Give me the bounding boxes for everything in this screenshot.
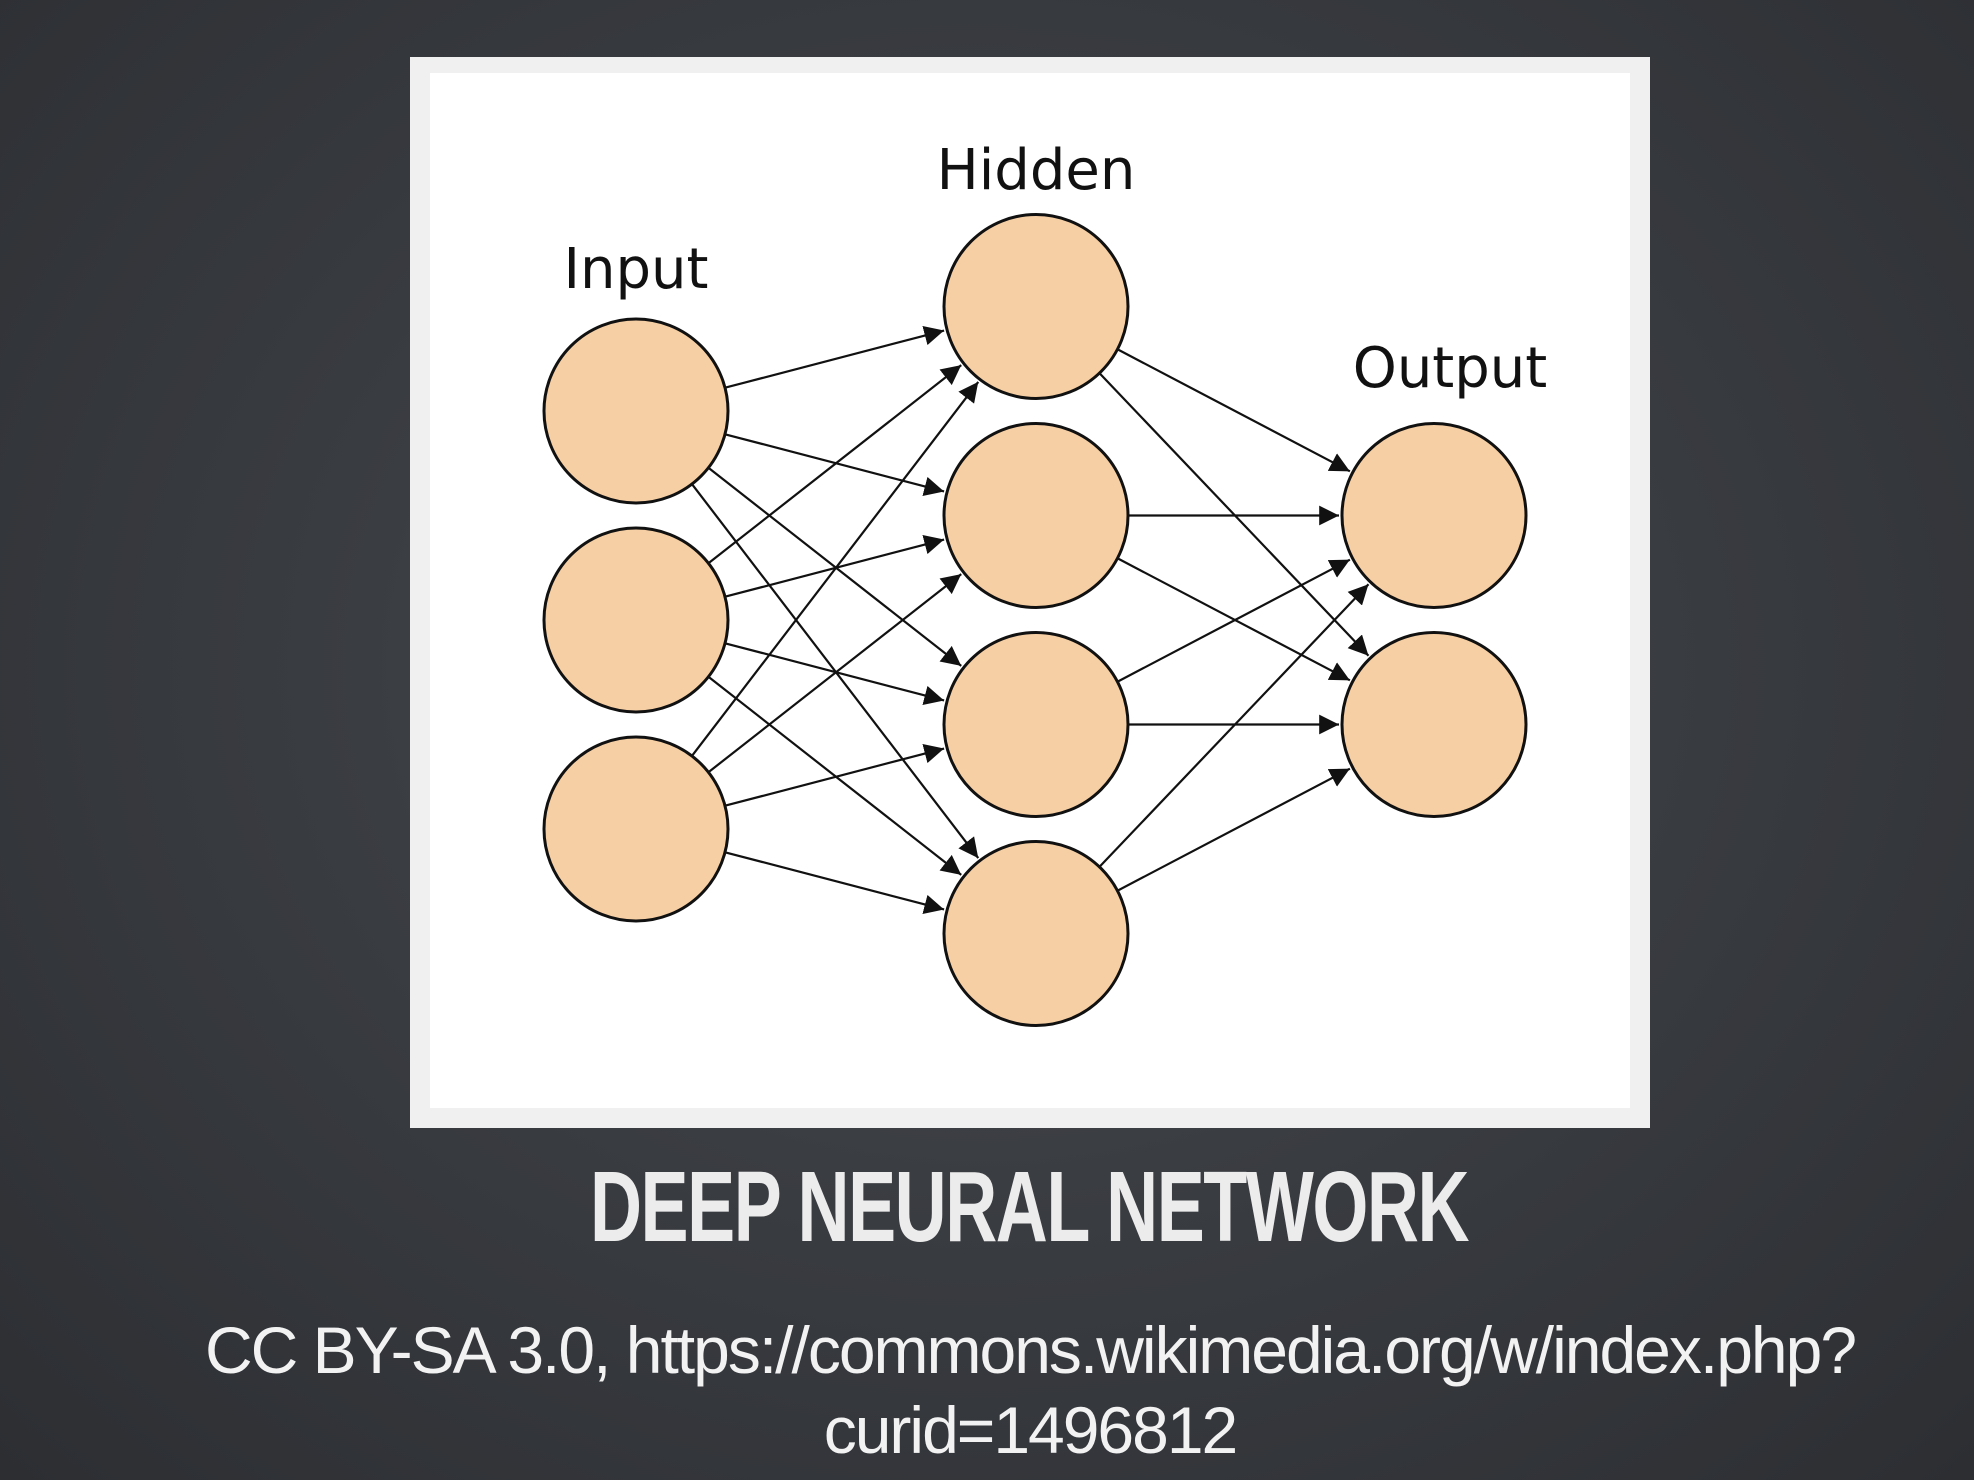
connection-input-1-to-hidden-1 bbox=[724, 325, 945, 389]
hidden-neuron-2 bbox=[942, 422, 1130, 609]
hidden-neuron-1 bbox=[942, 213, 1130, 400]
connection-hidden-3-to-output-1 bbox=[1116, 558, 1351, 683]
neurons bbox=[542, 213, 1528, 1027]
connection-input-2-to-hidden-3 bbox=[724, 642, 945, 706]
connection-hidden-4-to-output-1 bbox=[1098, 583, 1370, 868]
hidden-neuron-4 bbox=[942, 840, 1130, 1027]
diagram-frame: Input Hidden Output bbox=[410, 57, 1650, 1128]
output-neuron-1 bbox=[1340, 422, 1528, 609]
connection-input-2-to-hidden-4 bbox=[707, 675, 962, 876]
input-neuron-2 bbox=[542, 526, 730, 714]
connection-input-1-to-hidden-2 bbox=[724, 433, 945, 497]
diagram-canvas: Input Hidden Output bbox=[430, 73, 1630, 1108]
slide-title: DEEP NEURAL NETWORK bbox=[589, 1151, 1470, 1263]
output-neuron-2 bbox=[1340, 631, 1528, 818]
connections bbox=[691, 325, 1370, 915]
neural-network-diagram: Input Hidden Output bbox=[542, 138, 1548, 1027]
connection-input-3-to-hidden-2 bbox=[707, 573, 962, 774]
connection-hidden-4-to-output-2 bbox=[1116, 767, 1351, 892]
input-neuron-1 bbox=[542, 317, 730, 505]
hidden-neuron-3 bbox=[942, 631, 1130, 818]
connection-hidden-2-to-output-2 bbox=[1116, 557, 1351, 682]
connection-input-1-to-hidden-3 bbox=[707, 466, 962, 667]
connection-hidden-1-to-output-1 bbox=[1116, 348, 1351, 473]
layer-label-output: Output bbox=[1353, 336, 1548, 401]
layer-label-input: Input bbox=[563, 237, 708, 302]
image-credit: CC BY-SA 3.0, https://commons.wikimedia.… bbox=[204, 1313, 1857, 1467]
connection-input-3-to-hidden-3 bbox=[724, 743, 945, 807]
layer-label-hidden: Hidden bbox=[937, 138, 1136, 203]
connection-input-3-to-hidden-4 bbox=[724, 851, 945, 915]
input-neuron-3 bbox=[542, 735, 730, 923]
connection-input-3-to-hidden-1 bbox=[691, 381, 980, 757]
connection-input-2-to-hidden-1 bbox=[707, 364, 962, 565]
